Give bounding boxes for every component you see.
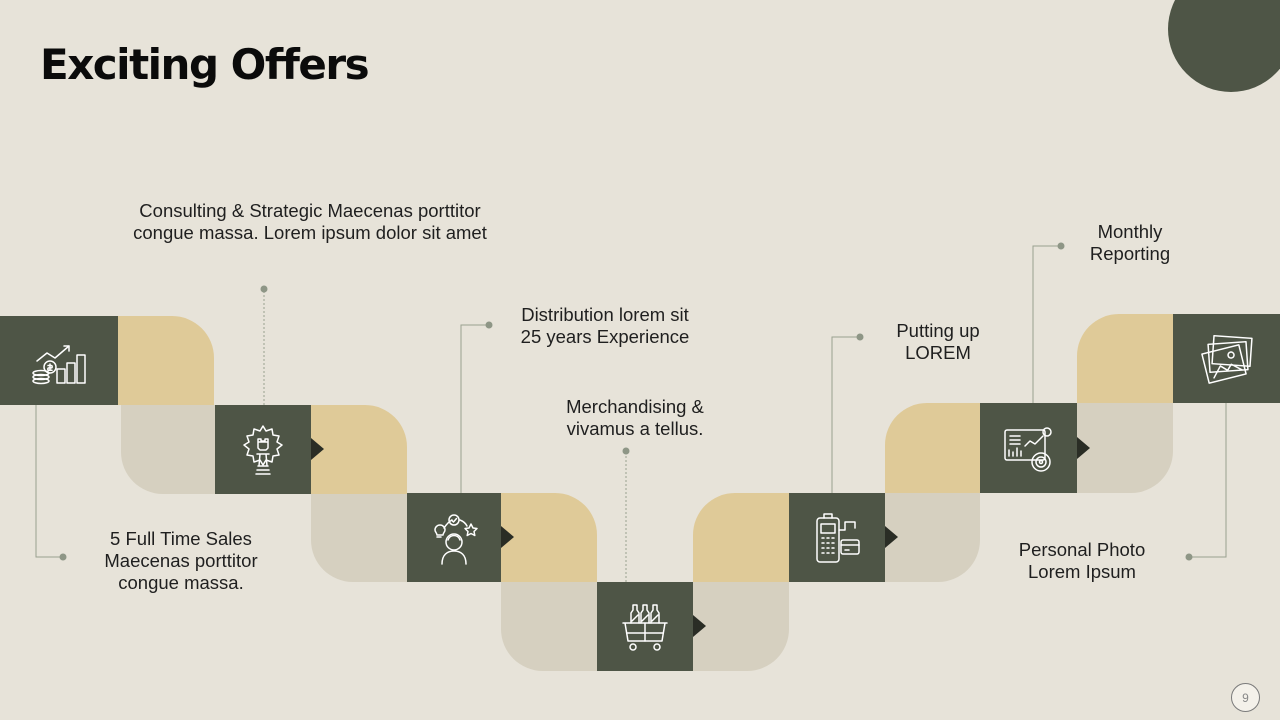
step-4-label: Merchandising &vivamus a tellus.: [566, 396, 704, 439]
step-2-arrow: [311, 438, 324, 460]
step-3-icon-box: [407, 493, 501, 582]
connector-dot: [59, 553, 67, 561]
step-2-label: Consulting & Strategic Maecenas porttito…: [133, 200, 487, 243]
connector-dot: [856, 333, 864, 341]
step-6-tan-block: [885, 403, 980, 493]
report-dashboard-icon: [1003, 427, 1052, 472]
step-3-beige-block: [501, 582, 597, 671]
connector-step-6: [1032, 245, 1060, 403]
step-1-icon-box: [0, 316, 118, 405]
growth-chart-coins-icon: [32, 344, 86, 384]
step-7-tan-block: [1077, 314, 1173, 403]
connector-step-3: [460, 324, 487, 493]
person-idea-icon: [434, 513, 478, 565]
connector-dot: [485, 321, 493, 329]
step-6-beige-block: [1077, 403, 1173, 493]
step-7-icon-box: [1173, 314, 1280, 403]
connector-dot: [622, 447, 630, 455]
step-4-arrow: [693, 615, 706, 637]
connector-dot: [260, 285, 268, 293]
payment-terminal-icon: [816, 512, 860, 563]
product-bottles-cart-icon: [622, 603, 668, 651]
step-3-arrow: [501, 526, 514, 548]
step-5-tan-block: [693, 493, 789, 582]
connector-dot: [1185, 553, 1193, 561]
slide-title: Exciting Offers: [40, 40, 370, 89]
connector-dot: [1057, 242, 1065, 250]
connector-step-1: [35, 405, 62, 558]
step-5-beige-block: [885, 493, 980, 582]
chess-strategy-gear-icon: [243, 424, 283, 475]
photo-gallery-icon: [1200, 334, 1253, 384]
step-2-tan-block: [311, 405, 407, 494]
step-3-tan-block: [501, 493, 597, 582]
connector-step-7: [1190, 403, 1227, 558]
step-2-beige-block: [311, 494, 407, 582]
step-5-arrow: [885, 526, 898, 548]
step-4-icon-box: [597, 582, 693, 671]
step-4-beige-block: [693, 582, 789, 671]
step-1-beige-block: [121, 405, 215, 494]
step-6-icon-box: [980, 403, 1077, 493]
step-6-arrow: [1077, 437, 1090, 459]
page-number: 9: [1231, 683, 1260, 712]
step-1-tan-block: [118, 316, 214, 405]
step-5-icon-box: [789, 493, 885, 582]
step-2-icon-box: [215, 405, 311, 494]
connector-step-5: [831, 336, 858, 493]
